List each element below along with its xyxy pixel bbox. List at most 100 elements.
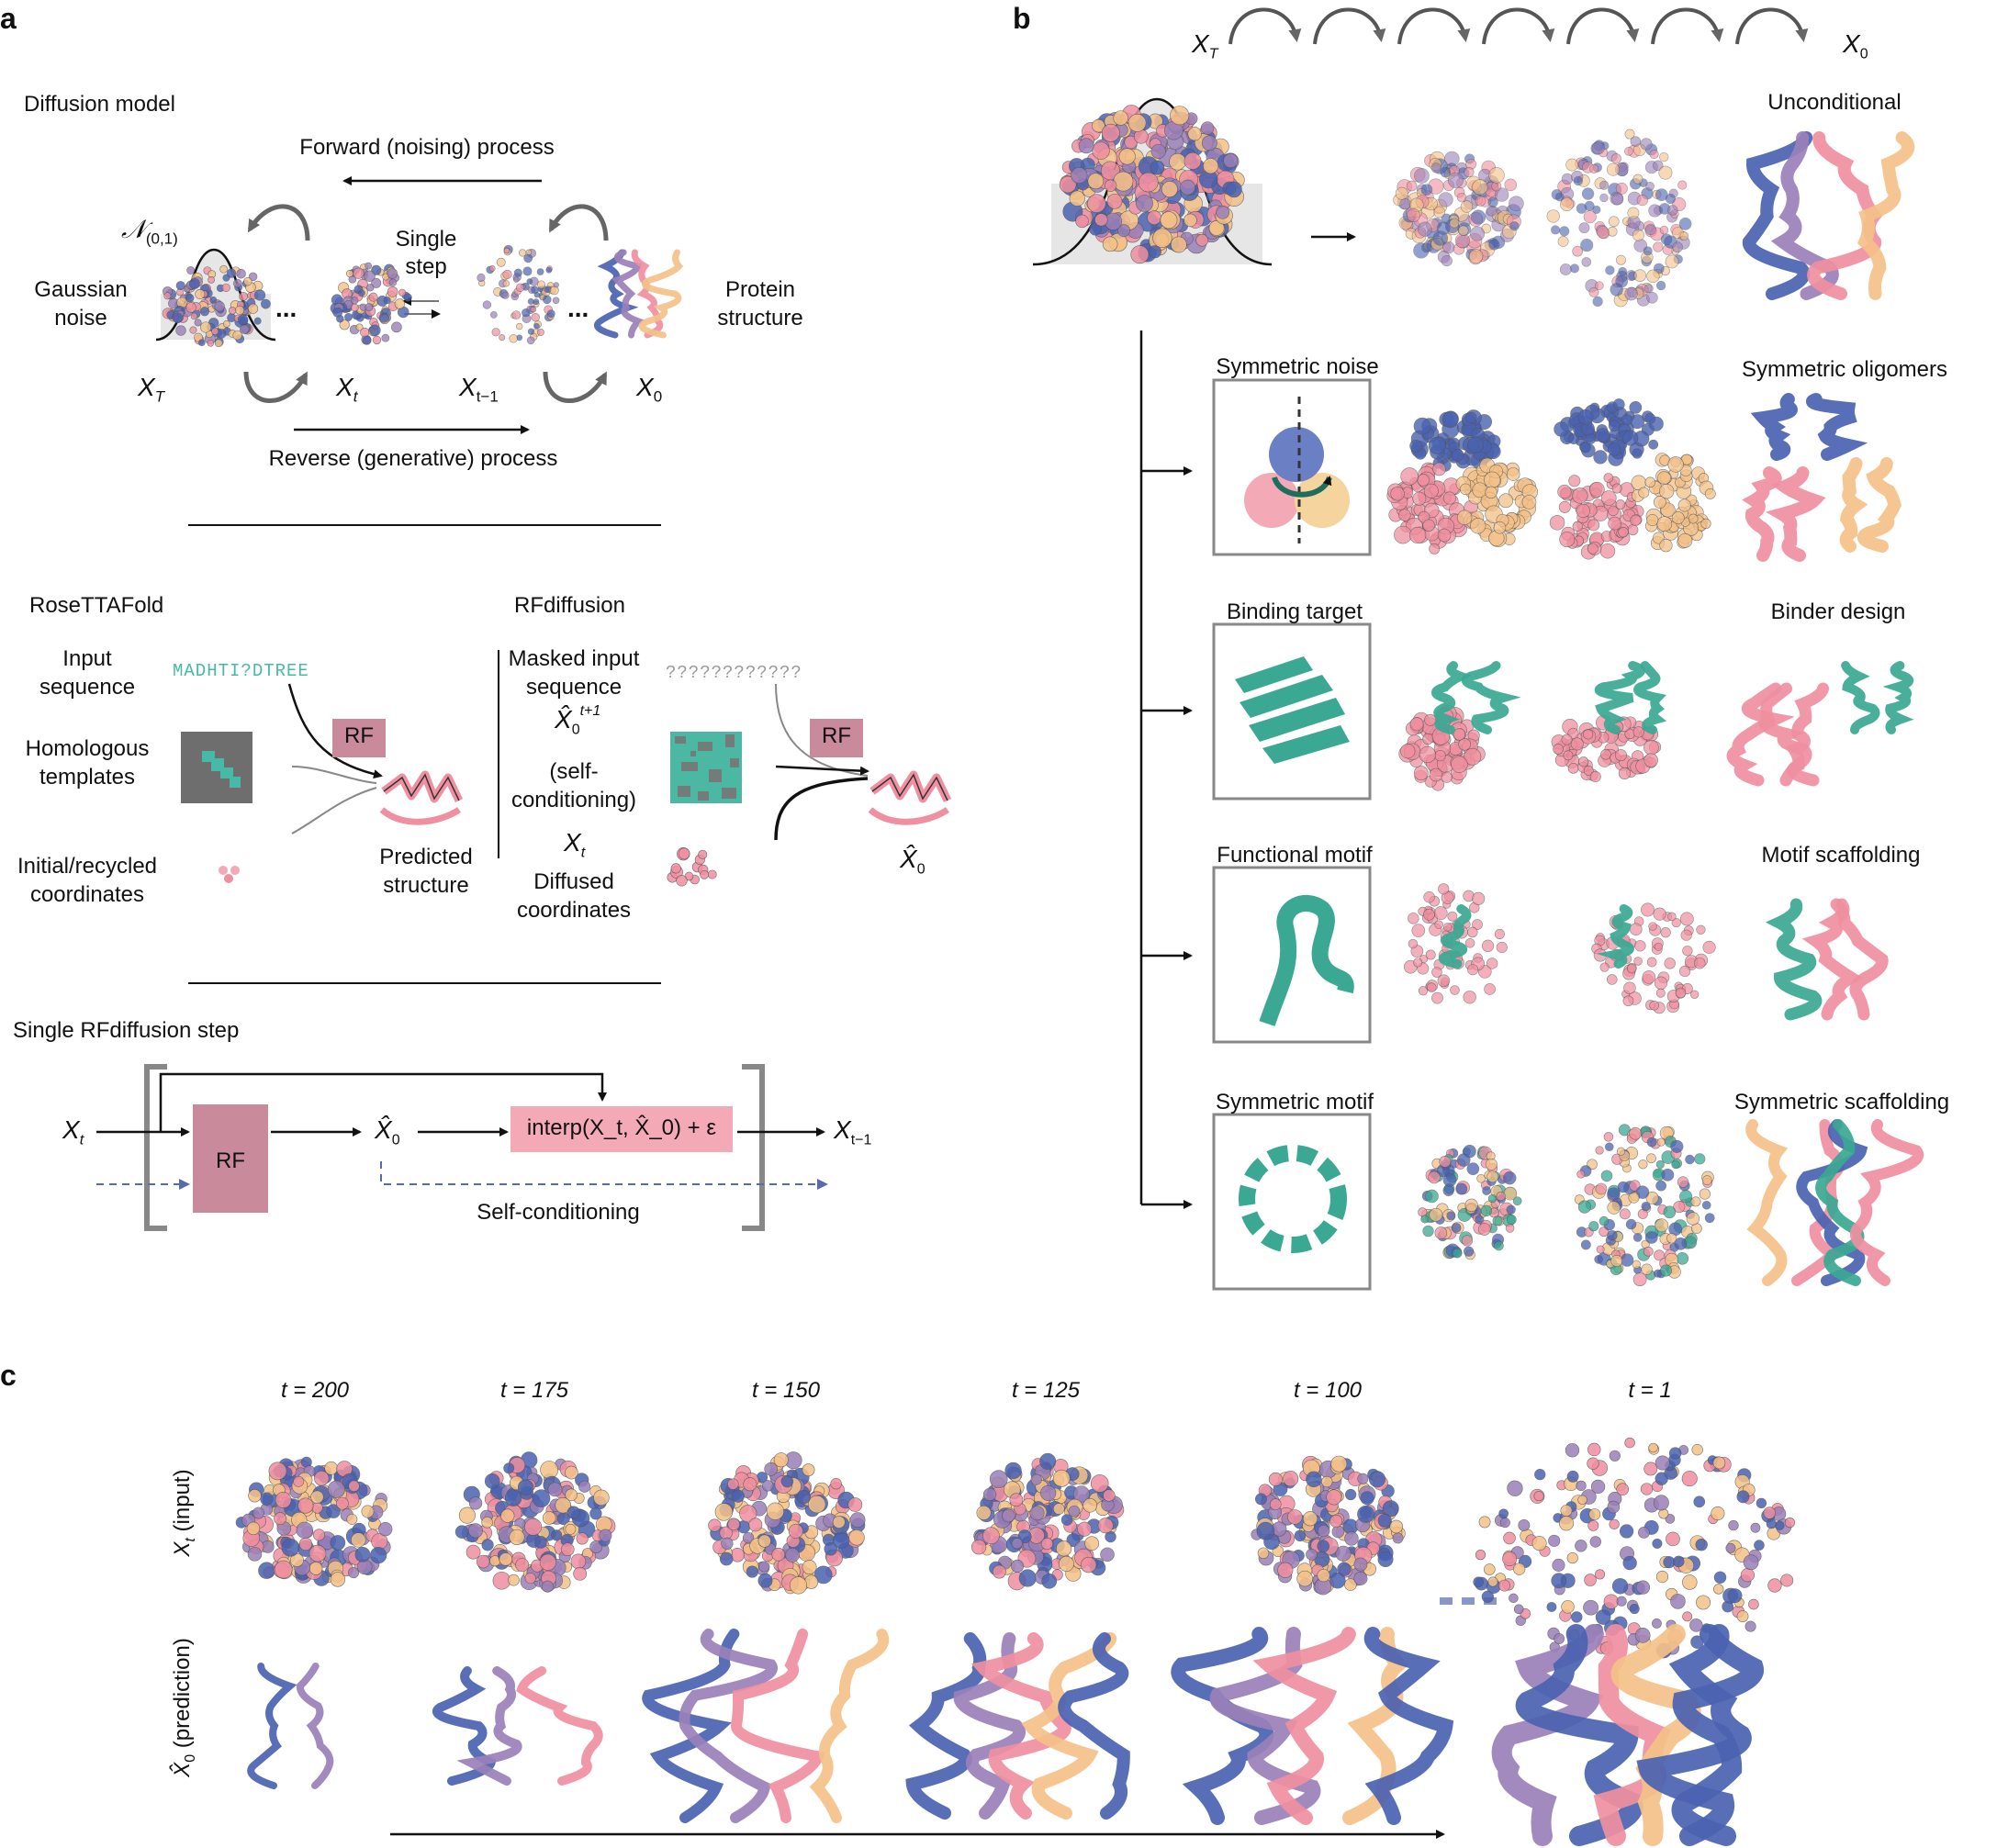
- row-label-input: Xt (input): [170, 1469, 198, 1557]
- curved-arrow-icon: [247, 204, 310, 241]
- rfd-output-graphic: [863, 764, 955, 828]
- protein-x0: [594, 249, 684, 339]
- c-input-cloud-2: [454, 1451, 616, 1593]
- b-binder-step2-target: [1594, 661, 1667, 734]
- b-sym-step1-peach: [1455, 457, 1539, 548]
- row-label-prediction: X̂0 (prediction): [170, 1638, 198, 1777]
- c-input-cloud-1: [235, 1456, 393, 1587]
- rf-box-diffusion-label: RF: [822, 723, 851, 748]
- b-symscaf-protein: [1745, 1119, 1924, 1286]
- label-binder-design: Binder design: [1770, 599, 1906, 624]
- b-binder-target: [1841, 661, 1914, 734]
- state-xt: Xt: [336, 373, 358, 406]
- step-output: Xt−1: [834, 1115, 872, 1148]
- c-prediction-4: [905, 1632, 1130, 1820]
- b-sym-step1-blue: [1409, 409, 1501, 472]
- noise-cloud-xt-1: [477, 244, 560, 345]
- rotation-icon: [1272, 476, 1332, 498]
- label-functional-motif: Functional motif: [1217, 843, 1373, 868]
- c-prediction-2: [432, 1666, 603, 1786]
- bracket-left: [144, 1064, 167, 1231]
- label-unconditional: Unconditional: [1767, 90, 1901, 115]
- b-uncond-protein: [1742, 131, 1915, 300]
- rf-box-label: RF: [344, 723, 374, 748]
- state-xt-1: Xt−1: [459, 373, 499, 406]
- diffusion-steps-arrows: [1228, 7, 1809, 45]
- binding-target: [1235, 656, 1350, 764]
- coords-curve-b: [774, 777, 869, 841]
- noise-cloud-xT: [162, 264, 271, 348]
- rfd-output-x0hat: X̂0: [900, 845, 925, 878]
- curved-arrow-icon: [548, 204, 609, 241]
- label-symmetric-noise: Symmetric noise: [1216, 354, 1379, 379]
- b-symscaf-step2: [1574, 1124, 1715, 1286]
- diffused-coords-cloud: [667, 847, 717, 887]
- c-input-cloud-4: [970, 1452, 1125, 1591]
- skip-connection: [159, 1072, 607, 1132]
- b-motif-protein: [1765, 898, 1889, 1021]
- masked-sequence: ????????????: [666, 663, 802, 683]
- label-motif-scaffolding: Motif scaffolding: [1761, 843, 1921, 868]
- c-prediction-final: [1491, 1624, 1764, 1846]
- single-step-title: Single RFdiffusion step: [13, 1018, 240, 1043]
- functional-motif: [1259, 895, 1354, 1026]
- interp-label: interp(X_t, X̂_0) + ε: [526, 1115, 717, 1140]
- b-xT: XT: [1192, 29, 1218, 62]
- state-x0: X0: [636, 373, 663, 406]
- rfd-xt: Xt: [564, 828, 586, 861]
- curved-arrow-icon: [543, 371, 608, 403]
- self-conditioning-label: (self-conditioning): [510, 759, 637, 813]
- c-prediction-3: [642, 1629, 890, 1823]
- timestep-150: t = 150: [751, 1378, 821, 1403]
- b-binder-step1-target: [1430, 661, 1521, 734]
- interp-box: [510, 1106, 733, 1152]
- rosettafold-title: RoseTTAFold: [29, 593, 164, 618]
- masked-curve: [775, 683, 869, 777]
- rf-box-diffusion: [810, 719, 863, 757]
- predicted-structure-graphic: [375, 764, 466, 828]
- template-curve: [291, 766, 377, 784]
- b-uncond-step1: [1393, 151, 1524, 267]
- initial-coords-dots: [219, 866, 241, 884]
- panel-label-c: c: [0, 1359, 17, 1392]
- panel-label-b: b: [1013, 2, 1031, 35]
- c-input-cloud-final: [1473, 1437, 1796, 1661]
- label-binding-target: Binding target: [1226, 599, 1363, 624]
- b-binder-protein: [1726, 682, 1830, 787]
- b-sym-step2-peach: [1631, 453, 1716, 553]
- c-input-cloud-3: [708, 1451, 866, 1595]
- b-sym-protein-peach: [1839, 457, 1901, 553]
- symmetric-motif-ring: [1239, 1145, 1347, 1253]
- reverse-label: Reverse (generative) process: [268, 446, 558, 471]
- panel-label-a: a: [0, 2, 17, 35]
- curved-arrow-icon: [243, 371, 308, 403]
- b-sym-step1-pink: [1386, 462, 1481, 554]
- diffusion-title: Diffusion model: [24, 92, 175, 117]
- b-noise-cloud: [1059, 105, 1245, 264]
- timestep-175: t = 175: [499, 1378, 569, 1403]
- label-symmetric-motif: Symmetric motif: [1215, 1090, 1374, 1114]
- timestep-1: t = 1: [1628, 1378, 1672, 1403]
- b-binder-step2: [1551, 714, 1662, 783]
- ellipsis-right: ...: [567, 294, 589, 322]
- bracket-right: [742, 1064, 765, 1231]
- template-arrow: [775, 765, 869, 776]
- b-x0: X0: [1843, 29, 1868, 62]
- b-motif-step1-motif: [1438, 904, 1472, 969]
- timestep-200: t = 200: [280, 1378, 350, 1403]
- step-x0hat: X̂0: [375, 1115, 400, 1148]
- coords-curve: [291, 787, 377, 834]
- b-binder-step1: [1398, 705, 1486, 791]
- b-symscaf-step1: [1418, 1144, 1522, 1260]
- timestep-125: t = 125: [1011, 1378, 1081, 1403]
- normal-label: 𝒩(0,1): [121, 215, 178, 248]
- b-uncond-step2: [1546, 129, 1692, 308]
